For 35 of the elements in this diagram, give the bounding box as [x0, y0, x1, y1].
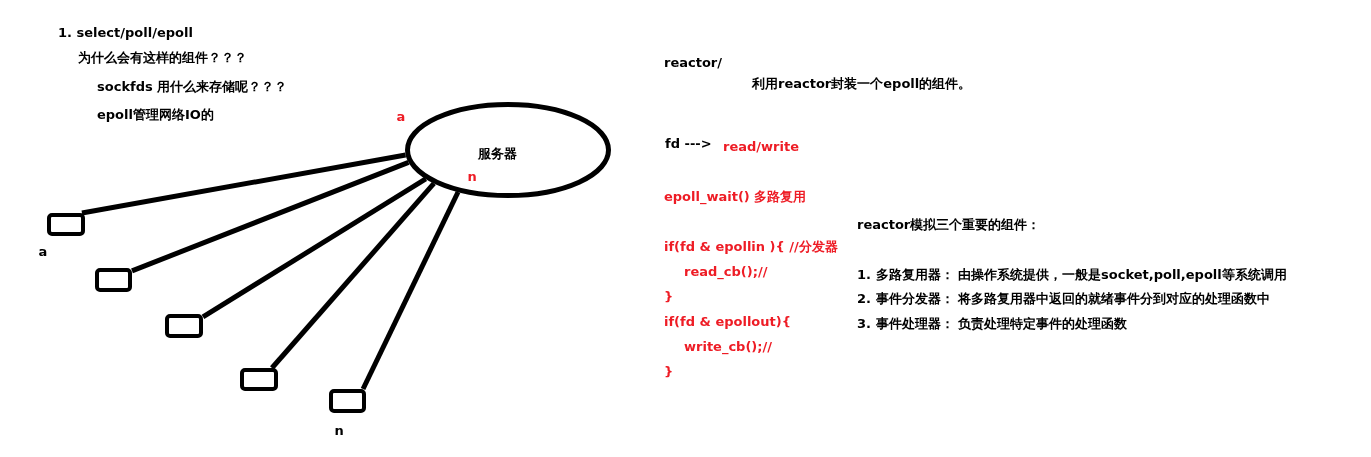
small-box	[47, 213, 85, 236]
note-text: epoll管理网络IO的	[97, 107, 214, 123]
connector-line	[201, 176, 428, 319]
note-text: 为什么会有这样的组件？？？	[78, 50, 247, 66]
code-line: }	[664, 364, 674, 380]
side-label: a	[38, 244, 48, 260]
list-item: 2. 事件分发器： 将多路复用器中返回的就绪事件分到对应的处理函数中	[857, 291, 1271, 307]
connector-line	[360, 190, 461, 391]
small-box	[95, 268, 132, 292]
side-label: n	[334, 423, 344, 439]
note-text: sockfds 用什么来存储呢？？？	[97, 79, 288, 95]
server-ellipse	[405, 102, 611, 198]
heading-text: reactor/	[664, 55, 722, 71]
list-item: 3. 事件处理器： 负责处理特定事件的处理函数	[857, 316, 1128, 332]
note-text: fd --->	[665, 136, 712, 152]
connector-line	[131, 160, 410, 274]
code-line: if(fd & epollout){	[664, 314, 791, 330]
code-line: if(fd & epollin ){ //分发器	[664, 239, 838, 255]
small-box	[165, 314, 203, 338]
connector-line	[81, 152, 406, 216]
code-line: write_cb();//	[684, 339, 772, 355]
small-box	[329, 389, 366, 413]
heading-text: reactor模拟三个重要的组件：	[857, 217, 1041, 233]
code-line: }	[664, 289, 674, 305]
list-item: 1. 多路复用器： 由操作系统提供，一般是socket,poll,epoll等系统调用	[857, 267, 1287, 283]
note-text: 利用reactor封装一个epoll的组件。	[752, 76, 972, 92]
side-label: a	[396, 109, 406, 125]
small-box	[240, 368, 278, 391]
code-text: epoll_wait() 多路复用	[664, 189, 807, 205]
connector-line	[270, 181, 436, 370]
node-label: n	[467, 169, 477, 185]
code-text: read/write	[723, 139, 799, 155]
heading-text: 1. select/poll/epoll	[58, 25, 193, 41]
code-line: read_cb();//	[684, 264, 768, 280]
node-label: 服务器	[477, 146, 517, 162]
